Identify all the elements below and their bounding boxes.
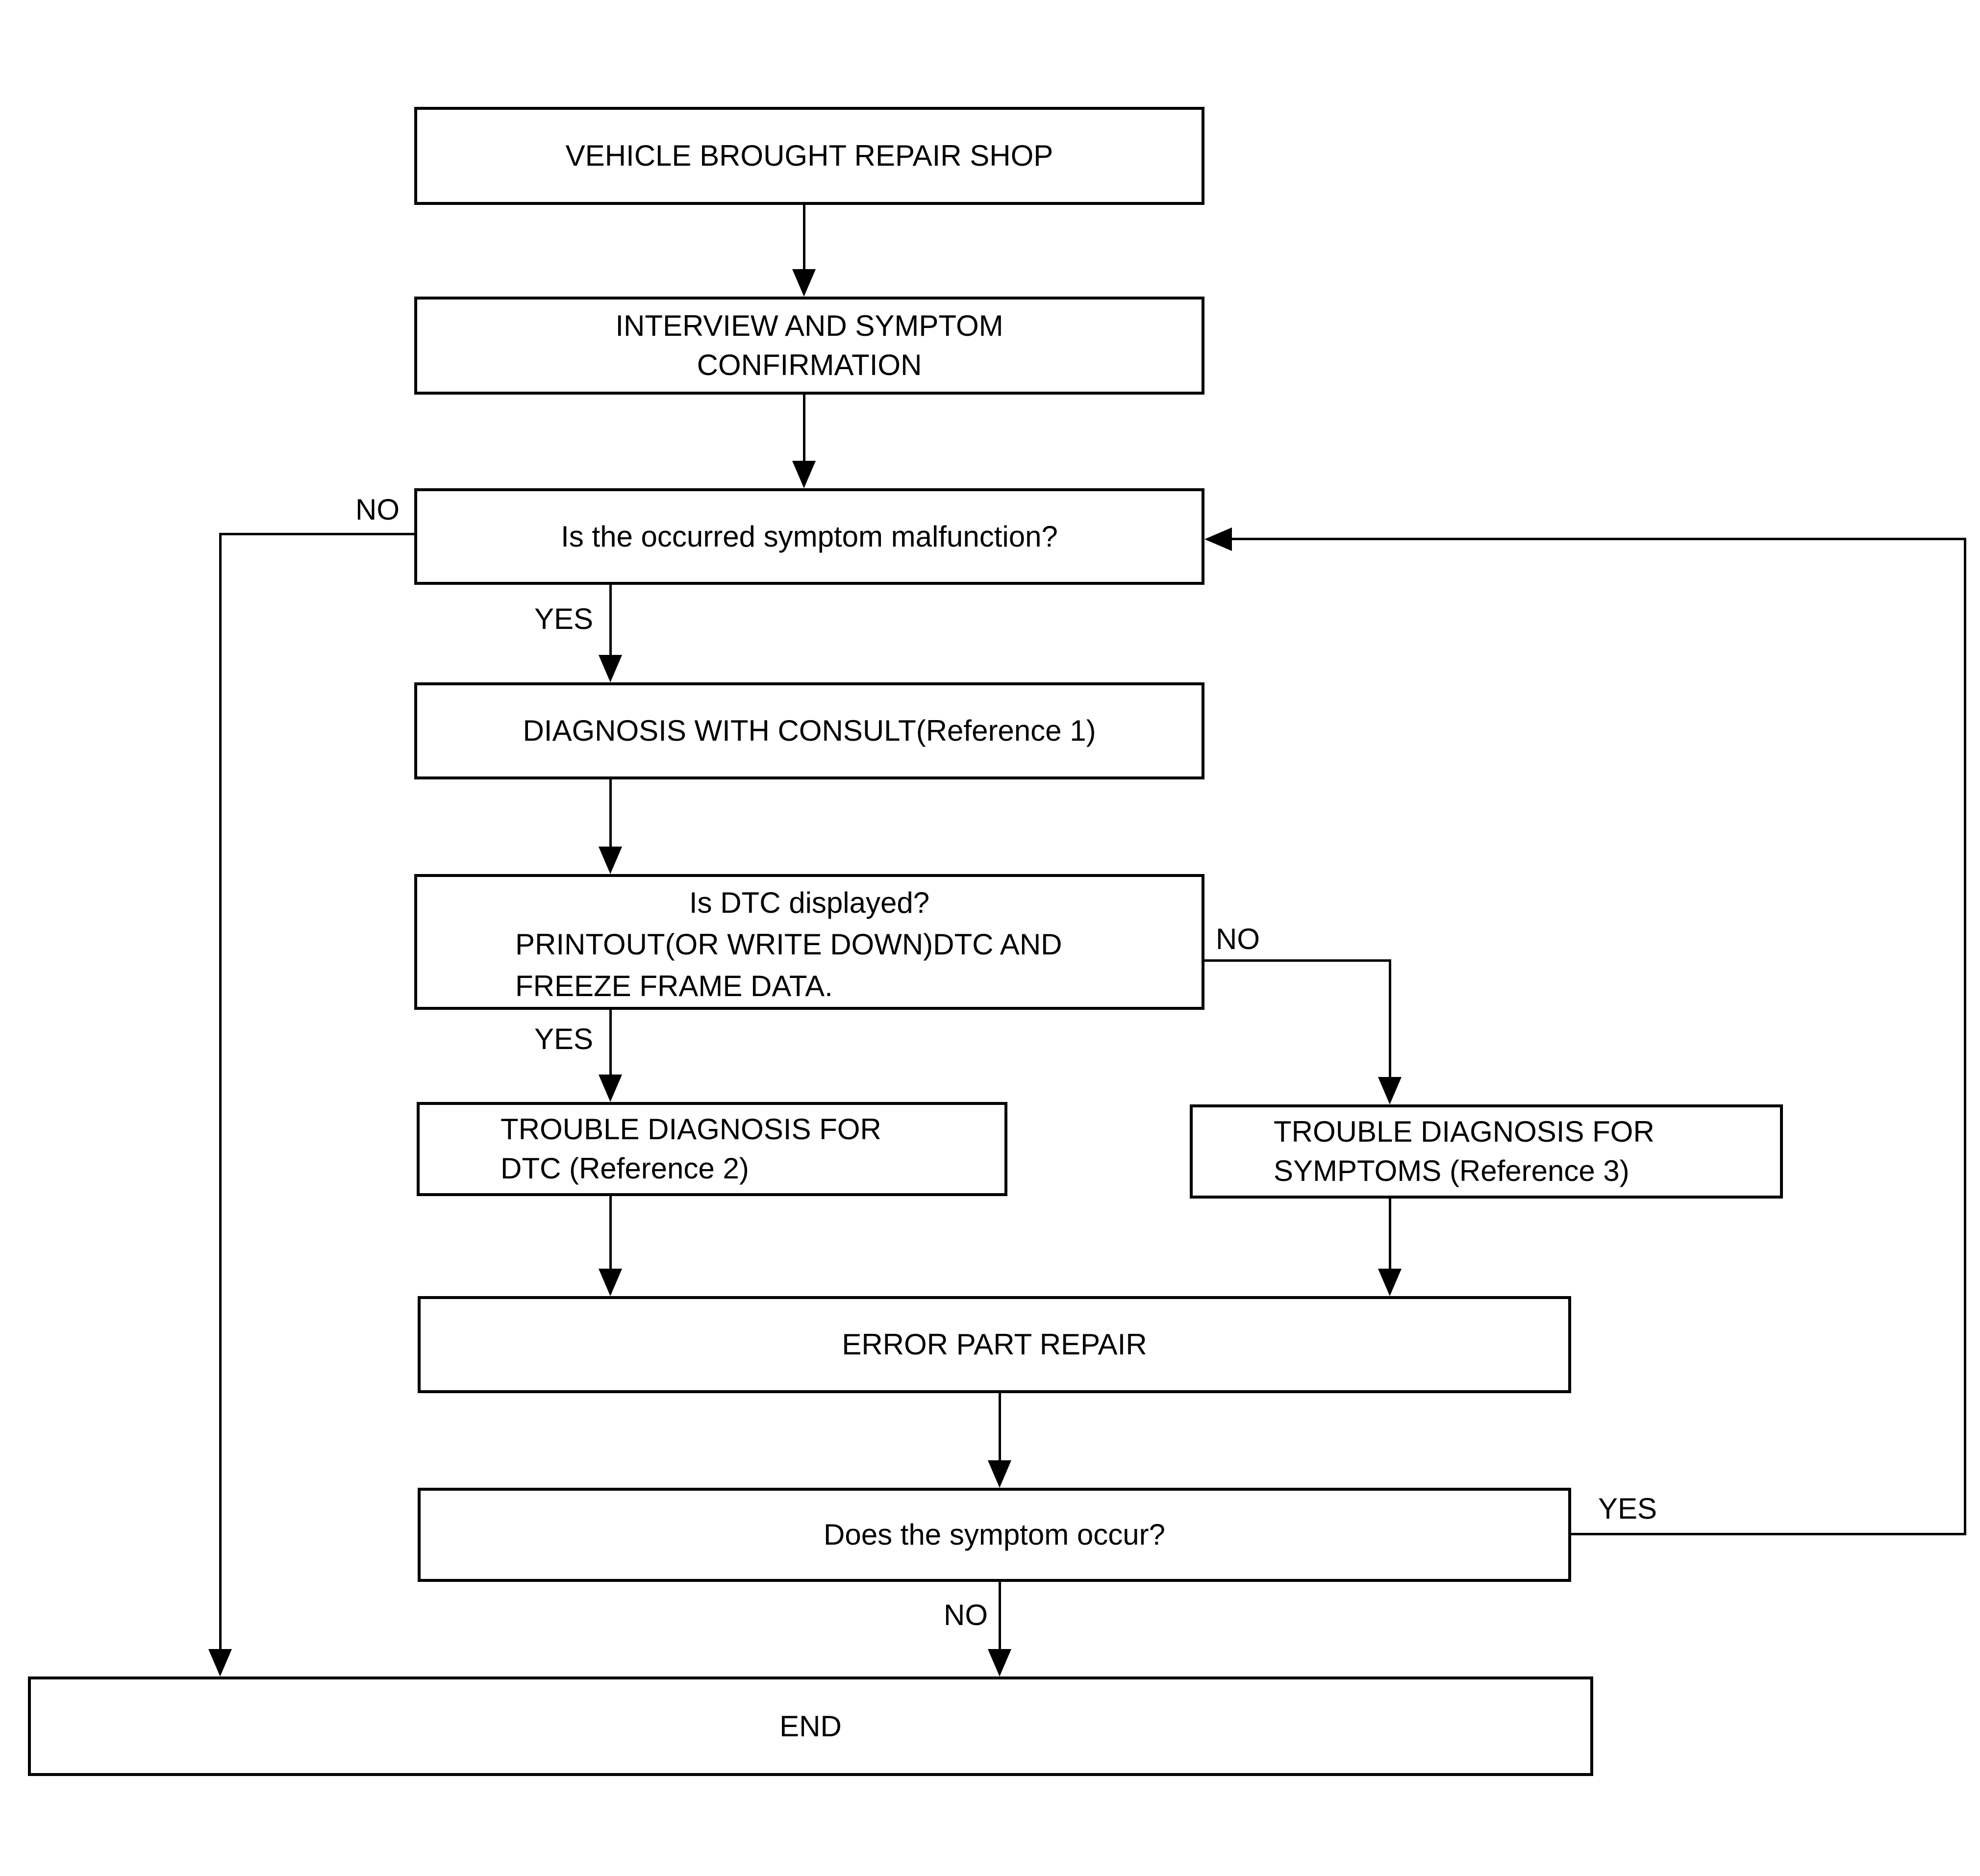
edge-label-malfunction-no: NO: [352, 495, 402, 525]
connector-occur-yes-vline: [1964, 538, 1966, 1535]
arrow-down-icon: [208, 1649, 232, 1676]
edge-label-occur-no: NO: [941, 1601, 991, 1630]
node-label: Does the symptom occur?: [824, 1518, 1165, 1551]
node-label: DIAGNOSIS WITH CONSULT(Reference 1): [523, 714, 1096, 747]
connector-interview-malfunction-line: [803, 395, 805, 461]
node-trouble-diagnosis-for-symptoms: TROUBLE DIAGNOSIS FOR SYMPTOMS (Referenc…: [1190, 1104, 1783, 1199]
node-label: FREEZE FRAME DATA.: [515, 970, 833, 1002]
arrow-down-icon: [599, 847, 622, 874]
connector-diagsym-repair-line: [1389, 1199, 1391, 1269]
edge-label-malfunction-yes: YES: [531, 604, 597, 634]
node-label: DTC (Reference 2): [501, 1152, 749, 1185]
arrow-down-icon: [988, 1460, 1011, 1488]
node-label: SYMPTOMS (Reference 3): [1274, 1154, 1629, 1187]
connector-diagdtc-repair-line: [609, 1196, 612, 1269]
node-label: ERROR PART REPAIR: [842, 1328, 1147, 1361]
connector-dtc-no-vline: [1389, 959, 1391, 1077]
arrow-left-icon: [1204, 527, 1232, 551]
node-label: PRINTOUT(OR WRITE DOWN)DTC AND: [515, 928, 1062, 961]
node-label: CONFIRMATION: [697, 349, 922, 381]
arrow-down-icon: [792, 461, 816, 488]
node-label: END: [779, 1709, 842, 1743]
connector-malfunction-consult-line: [609, 585, 612, 655]
node-vehicle-brought-repair-shop: VEHICLE BROUGHT REPAIR SHOP: [414, 107, 1204, 205]
edge-label-dtc-no: NO: [1213, 925, 1263, 954]
connector-occur-end-line: [999, 1582, 1001, 1649]
node-label: VEHICLE BROUGHT REPAIR SHOP: [565, 139, 1053, 172]
arrow-down-icon: [1378, 1077, 1402, 1104]
edge-label-dtc-yes: YES: [531, 1025, 597, 1054]
node-diagnosis-with-consult: DIAGNOSIS WITH CONSULT(Reference 1): [414, 682, 1204, 779]
connector-repair-occur-line: [999, 1393, 1001, 1460]
arrow-down-icon: [599, 1269, 622, 1296]
node-label: TROUBLE DIAGNOSIS FOR: [501, 1113, 881, 1146]
edge-label-occur-yes: YES: [1595, 1494, 1660, 1524]
node-label: INTERVIEW AND SYMPTOM: [615, 309, 1003, 342]
arrow-down-icon: [599, 655, 622, 682]
node-label: Is DTC displayed?: [689, 886, 930, 919]
node-trouble-diagnosis-for-dtc: TROUBLE DIAGNOSIS FOR DTC (Reference 2): [417, 1102, 1007, 1196]
connector-malfunction-no-hline: [221, 533, 414, 535]
arrow-down-icon: [988, 1649, 1011, 1676]
arrow-down-icon: [599, 1075, 622, 1102]
node-is-symptom-malfunction: Is the occurred symptom malfunction?: [414, 488, 1204, 585]
connector-consult-dtc-line: [609, 779, 612, 847]
node-is-dtc-displayed: Is DTC displayed? PRINTOUT(OR WRITE DOWN…: [414, 874, 1204, 1010]
connector-malfunction-no-vline: [219, 533, 222, 1649]
node-end: END: [28, 1676, 1593, 1776]
arrow-down-icon: [792, 269, 816, 297]
node-label: TROUBLE DIAGNOSIS FOR: [1274, 1115, 1654, 1148]
arrow-down-icon: [1378, 1269, 1402, 1296]
connector-occur-yes-hline-top: [1232, 538, 1965, 540]
node-error-part-repair: ERROR PART REPAIR: [418, 1296, 1571, 1393]
connector-dtc-diagdtc-line: [609, 1010, 612, 1075]
connector-vehicle-interview-line: [803, 205, 805, 269]
node-interview-symptom-confirmation: INTERVIEW AND SYMPTOM CONFIRMATION: [414, 297, 1204, 395]
connector-dtc-no-hline: [1204, 959, 1391, 962]
node-label: Is the occurred symptom malfunction?: [561, 520, 1058, 553]
connector-occur-yes-hline-bottom: [1571, 1533, 1966, 1535]
node-does-symptom-occur: Does the symptom occur?: [418, 1488, 1571, 1582]
